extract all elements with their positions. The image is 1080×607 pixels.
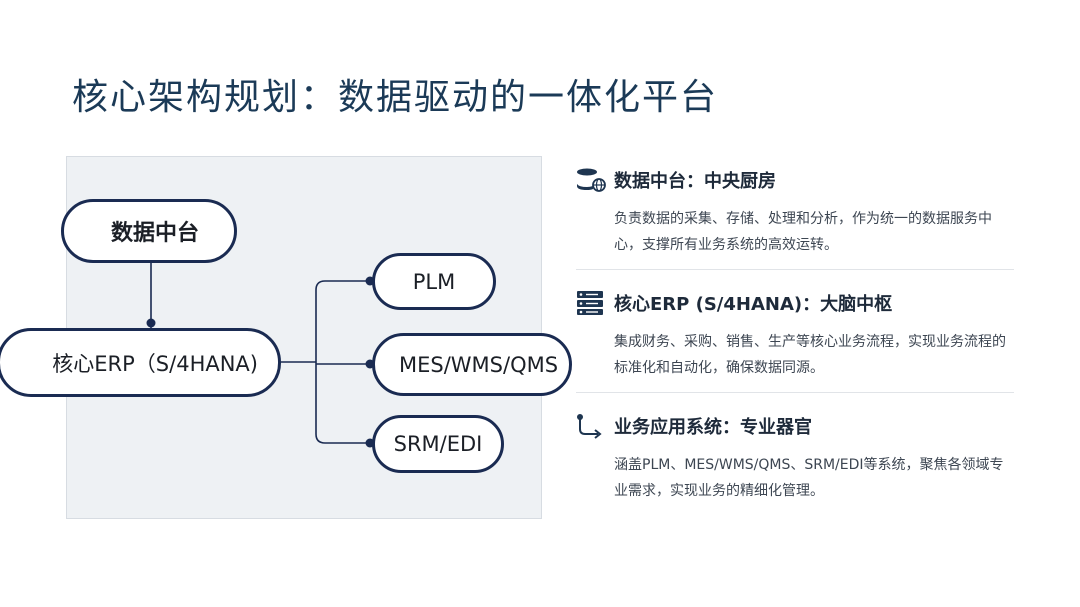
architecture-diagram: 数据中台 核心ERP（S/4HANA) PLM MES/WMS/QMS SRM/…	[0, 156, 572, 519]
node-srm-edi: SRM/EDI	[372, 415, 504, 473]
divider	[576, 392, 1014, 393]
section-description: 集成财务、采购、销售、生产等核心业务流程，实现业务流程的标准化和自动化，确保数据…	[614, 334, 1006, 376]
divider	[576, 269, 1014, 270]
section-heading: 业务应用系统：专业器官	[614, 417, 812, 438]
connector-bus	[315, 280, 326, 444]
section-heading: 数据中台：中央厨房	[614, 171, 776, 192]
node-core-erp: 核心ERP（S/4HANA)	[0, 328, 281, 397]
section-heading: 核心ERP (S/4HANA)：大脑中枢	[614, 294, 893, 315]
branch-arrow-icon	[576, 412, 606, 440]
section-business-apps: 业务应用系统：专业器官 涵盖PLM、MES/WMS/QMS、SRM/EDI等系统…	[576, 412, 1014, 504]
database-icon	[576, 166, 606, 194]
page-title: 核心架构规划：数据驱动的一体化平台	[72, 77, 719, 118]
node-mes-wms-qms: MES/WMS/QMS	[372, 333, 572, 396]
node-plm: PLM	[372, 253, 496, 310]
section-description: 涵盖PLM、MES/WMS/QMS、SRM/EDI等系统，聚焦各领域专业需求，实…	[614, 457, 1004, 499]
section-core-erp: 核心ERP (S/4HANA)：大脑中枢 集成财务、采购、销售、生产等核心业务流…	[576, 289, 1014, 381]
section-data-hub: 数据中台：中央厨房 负责数据的采集、存储、处理和分析，作为统一的数据服务中心，支…	[576, 166, 1014, 258]
connector-dot-erp-top	[146, 318, 156, 328]
section-description: 负责数据的采集、存储、处理和分析，作为统一的数据服务中心，支撑所有业务系统的高效…	[614, 211, 992, 253]
node-data-hub: 数据中台	[61, 199, 237, 263]
server-rack-icon	[576, 289, 606, 317]
